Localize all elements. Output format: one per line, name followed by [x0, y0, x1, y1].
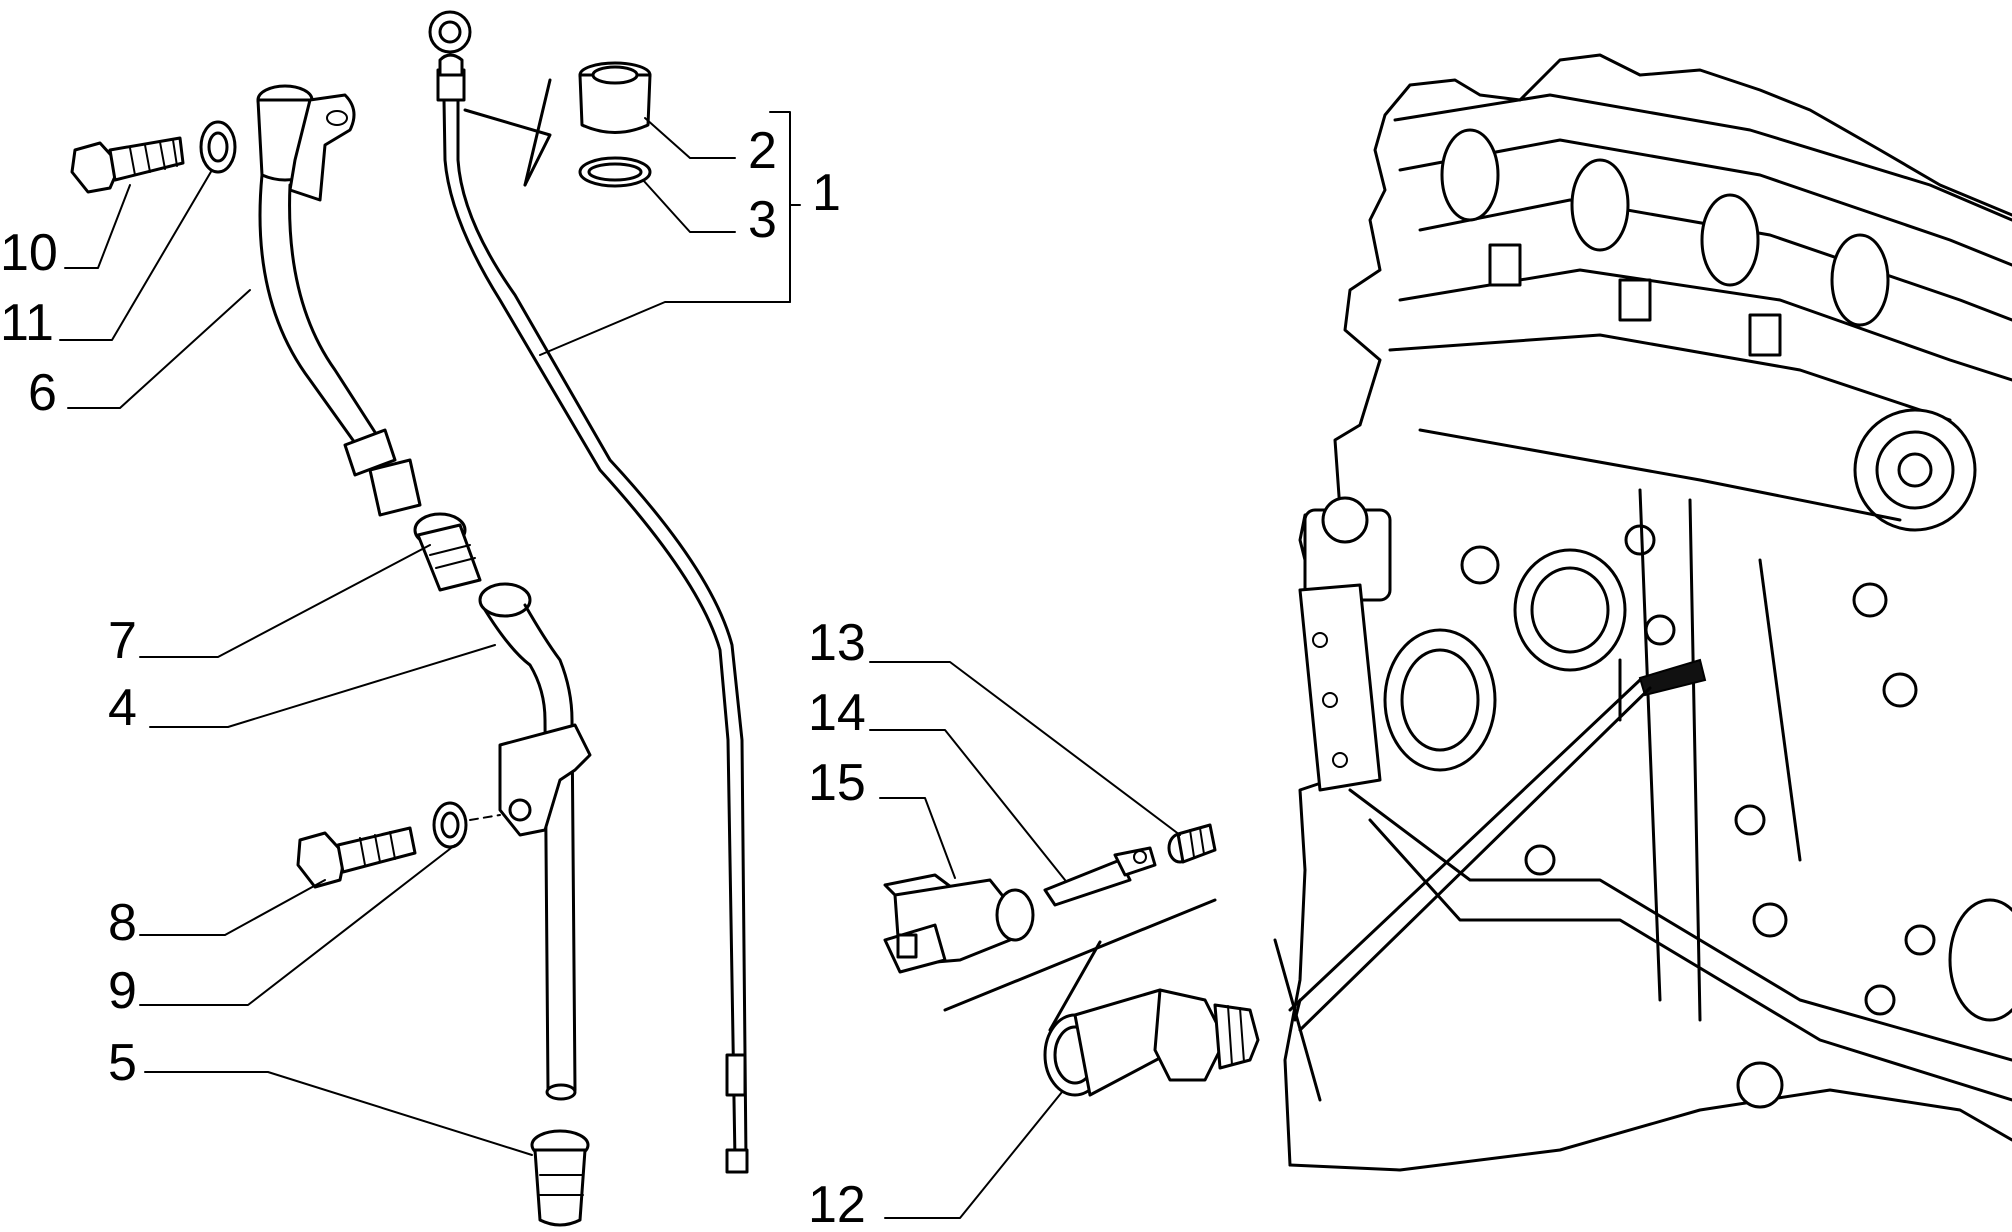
- callout-15: 15: [808, 754, 866, 812]
- dipstick-tube-part-4: [478, 582, 592, 1101]
- break-line-dipstick-2: [523, 78, 552, 187]
- callout-9: 9: [108, 962, 137, 1020]
- callout-5: 5: [108, 1034, 137, 1092]
- assembly-dash: [469, 814, 501, 821]
- dipstick-part-1: [428, 10, 749, 1174]
- sensor-locator-line: [1298, 686, 1652, 1032]
- callout-4: 4: [108, 679, 137, 737]
- washer-part-11: [199, 120, 237, 174]
- sensor-locator-line-2: [1288, 678, 1642, 1012]
- pressure-sensor-part-12: [1043, 988, 1260, 1097]
- callout-2: 2: [748, 122, 777, 180]
- seal-part-13: [1167, 823, 1217, 864]
- break-line-engine: [1273, 938, 1322, 1102]
- bolt-part-8: [296, 826, 417, 889]
- callout-3: 3: [748, 191, 777, 249]
- dipstick-cap-part-2: [578, 61, 652, 134]
- bolt-part-10: [70, 136, 185, 194]
- dipstick-tube-part-6: [256, 84, 422, 517]
- callout-13: 13: [808, 614, 866, 672]
- callout-12: 12: [808, 1176, 866, 1227]
- break-line-dipstick: [463, 108, 552, 187]
- callout-1: 1: [812, 164, 841, 222]
- callout-6: 6: [28, 364, 57, 422]
- washer-part-9: [432, 801, 468, 849]
- connector-part-15: [883, 873, 1035, 974]
- callout-10: 10: [0, 224, 58, 282]
- grommet-part-7: [413, 512, 482, 592]
- break-line-sensor-top: [943, 898, 1217, 1012]
- callout-14: 14: [808, 684, 866, 742]
- engine-block: [1283, 53, 2012, 1172]
- leader-lines: [59, 111, 1181, 1219]
- terminal-part-14: [1043, 846, 1157, 907]
- callout-8: 8: [108, 894, 137, 952]
- o-ring-part-3: [578, 156, 652, 188]
- callout-7: 7: [108, 612, 137, 670]
- grommet-part-5: [530, 1129, 590, 1227]
- callout-11: 11: [0, 294, 54, 352]
